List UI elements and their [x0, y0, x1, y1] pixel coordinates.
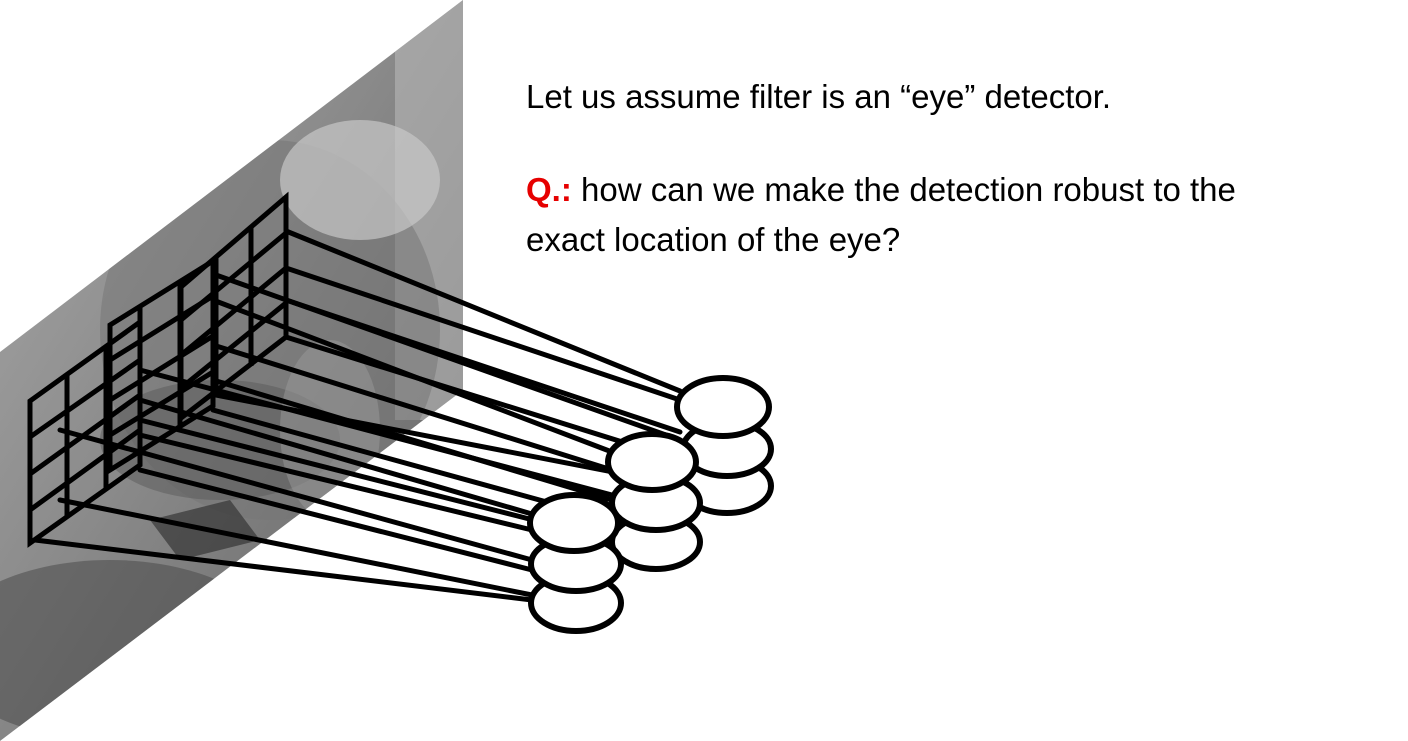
filter-grid-front: [27, 317, 143, 548]
neuron-stack-front: [527, 492, 624, 634]
connection-lines: [32, 228, 683, 603]
assumption-text: Let us assume filter is an “eye” detecto…: [526, 78, 1112, 115]
neuron-stacks: [527, 375, 774, 634]
neuron-stack-middle: [605, 431, 703, 572]
question-text: Q.: how can we make the detection robust…: [526, 165, 1386, 265]
question-line-2: exact location of the eye?: [526, 221, 901, 258]
neuron: [527, 492, 621, 554]
neuron: [605, 431, 699, 493]
question-label: Q.:: [526, 171, 572, 208]
filter-grids: [27, 191, 289, 548]
question-line-1: how can we make the detection robust to …: [571, 171, 1236, 208]
neuron: [674, 375, 772, 439]
neuron-stack-back: [674, 375, 774, 516]
